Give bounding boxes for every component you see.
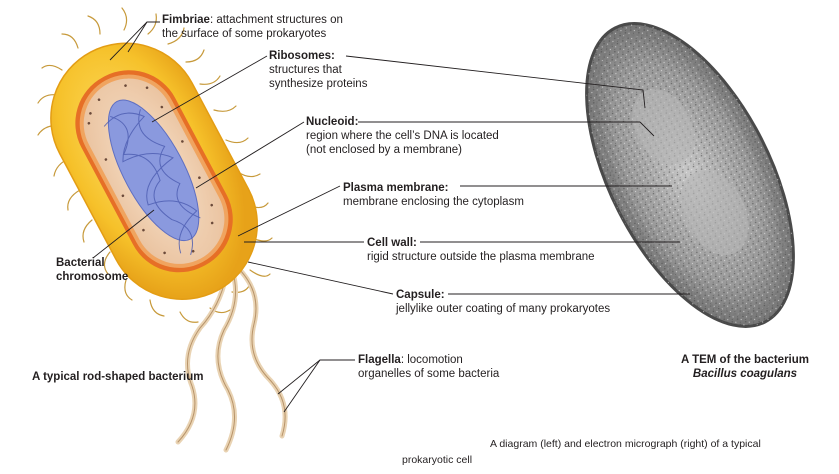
leader-capsule-left [247, 261, 394, 295]
footer-line1: A diagram (left) and electron micrograph… [490, 438, 761, 450]
label-ribosomes-term: Ribosomes [269, 50, 331, 62]
label-ribosomes-desc1: structures that [269, 64, 342, 76]
leader-nucleoid-right [358, 121, 655, 137]
leader-flagella-a [283, 359, 355, 413]
label-fimbriae-desc1: : attachment structures on [209, 14, 343, 26]
caption-right-line1: A TEM of the bacterium [681, 354, 809, 366]
label-nucleoid-desc2: (not enclosed by a membrane) [306, 144, 462, 156]
leader-fimbriae-b [127, 21, 148, 53]
label-flagella-term: Flagella [358, 354, 401, 366]
label-flagella-desc1: : locomotion [400, 354, 463, 366]
label-plasma-membrane-term: Plasma membrane [343, 182, 445, 194]
leader-flagella-b [277, 359, 321, 395]
label-bacterial-chromosome: Bacterial chromosome [56, 256, 128, 284]
leader-plasma-left [237, 185, 341, 237]
leader-ribosomes-right [345, 55, 646, 109]
caption-right: A TEM of the bacterium Bacillus coagulan… [660, 353, 830, 381]
tem-micrograph [585, 22, 795, 328]
leader-chromosome [92, 209, 155, 259]
label-capsule-term: Capsule [396, 289, 441, 301]
leader-nucleoid-left [195, 121, 305, 189]
label-fimbriae-desc2: the surface of some prokaryotes [162, 28, 327, 40]
label-flagella: Flagella: locomotion organelles of some … [358, 353, 499, 381]
ribosome-dots [87, 84, 214, 255]
nucleoid-dna [103, 99, 201, 256]
footer-line2: prokaryotic cell [402, 454, 473, 466]
label-nucleoid: Nucleoid: region where the cell’s DNA is… [306, 116, 499, 156]
label-nucleoid-desc1: region where the cell’s DNA is located [306, 130, 499, 142]
leader-ribosomes-left [151, 55, 268, 123]
bacterium-body [50, 42, 258, 300]
caption-right-line2: Bacillus coagulans [692, 368, 798, 380]
label-chromosome-line1: Bacterial [56, 257, 105, 269]
label-flagella-desc2: organelles of some bacteria [358, 368, 500, 380]
label-cell-wall: Cell wall: rigid structure outside the p… [367, 237, 595, 263]
label-plasma-membrane-desc1: membrane enclosing the cytoplasm [343, 196, 524, 208]
label-nucleoid-term: Nucleoid [306, 116, 355, 128]
leader-lines [92, 21, 690, 413]
label-fimbriae-term: Fimbriae [162, 14, 210, 26]
label-cell-wall-desc1: rigid structure outside the plasma membr… [367, 251, 595, 263]
label-cell-wall-term: Cell wall [367, 237, 414, 249]
caption-left: A typical rod-shaped bacterium [32, 371, 204, 383]
label-chromosome-line2: chromosome [56, 271, 129, 283]
label-ribosomes-desc2: synthesize proteins [269, 78, 368, 90]
label-capsule: Capsule: jellylike outer coating of many… [396, 289, 611, 315]
label-plasma-membrane: Plasma membrane: membrane enclosing the … [343, 182, 524, 208]
label-fimbriae: Fimbriae: attachment structures on the s… [162, 13, 343, 41]
label-ribosomes: Ribosomes: structures that synthesize pr… [269, 50, 368, 90]
label-capsule-desc1: jellylike outer coating of many prokaryo… [396, 303, 611, 315]
